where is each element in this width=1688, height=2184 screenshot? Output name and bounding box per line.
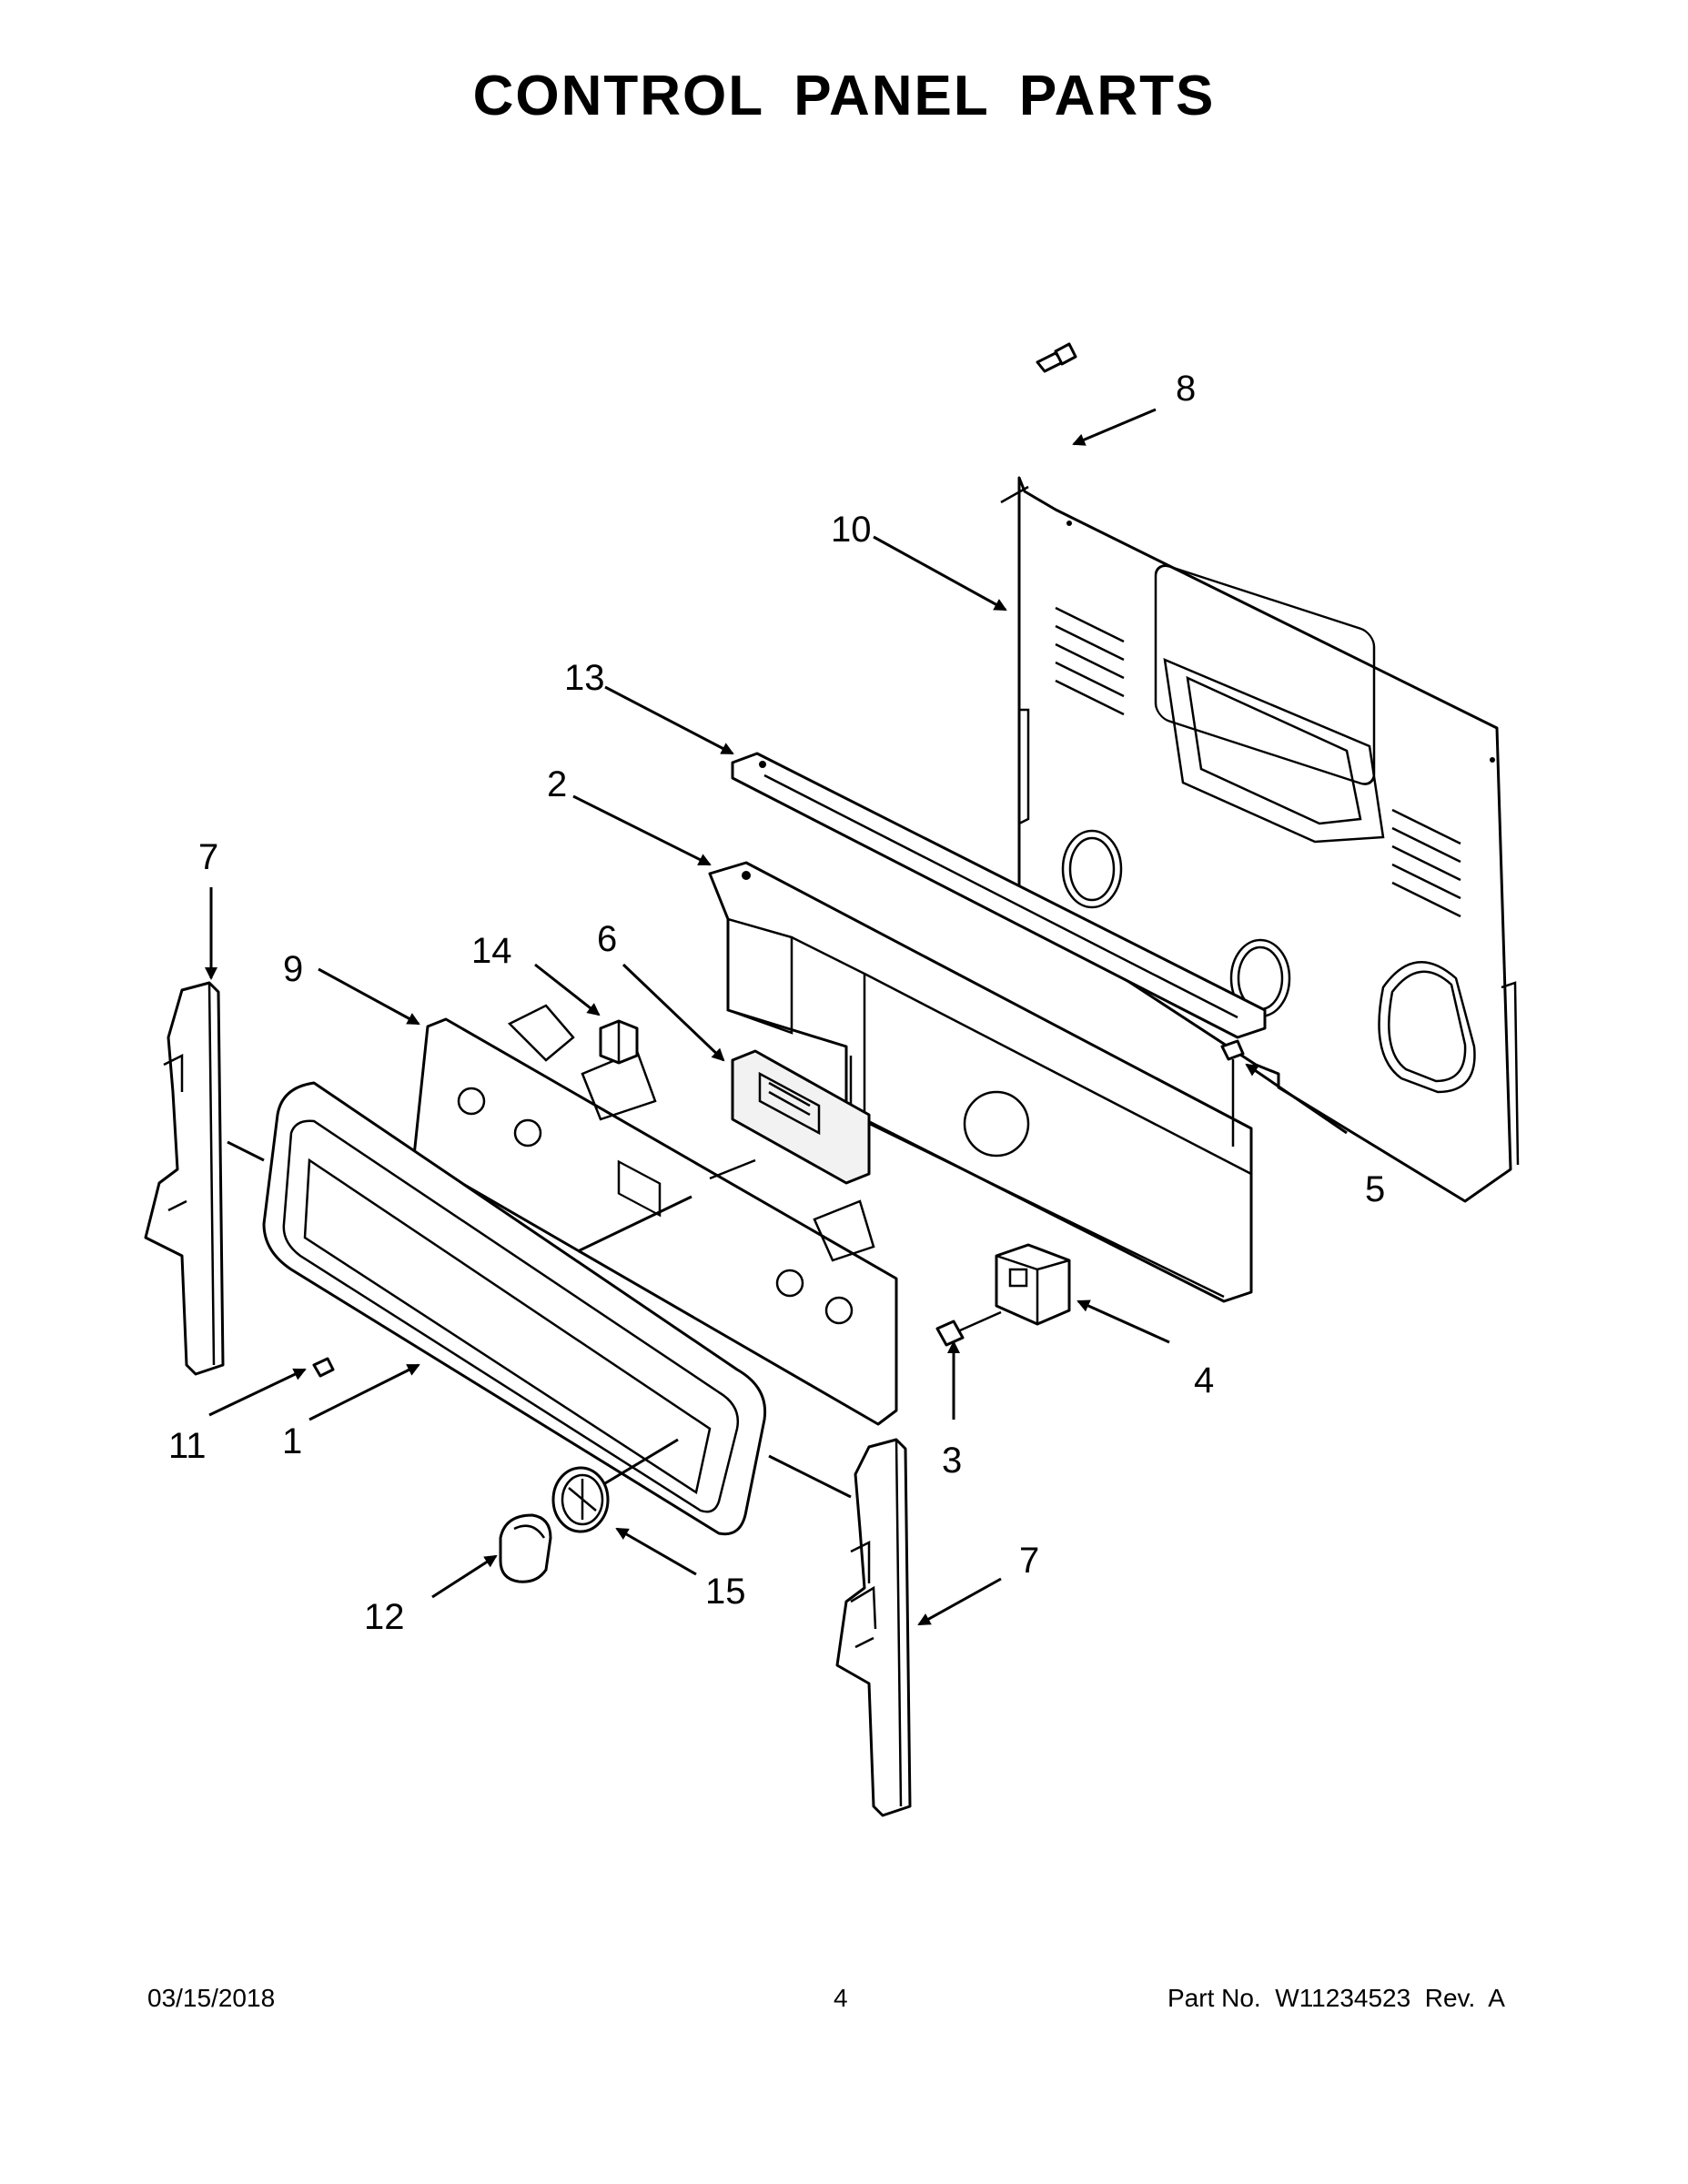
footer-page-number: 4 (834, 1984, 848, 2012)
part-11-screw (312, 1357, 335, 1378)
callout-9: 9 (283, 949, 303, 989)
part-8-screw (1036, 342, 1077, 373)
callout-6: 6 (597, 919, 617, 959)
callout-10: 10 (831, 510, 872, 550)
footer-part-number: Part No. W11234523 Rev. A (1167, 1984, 1505, 2012)
part-7-left-bracket (144, 981, 225, 1376)
part-2-bracket (708, 861, 1253, 1303)
callout-14: 14 (471, 931, 512, 971)
callout-1: 1 (282, 1421, 302, 1461)
part-5-screw (1220, 1039, 1245, 1147)
callout-leaders (205, 408, 1348, 1626)
part-4-switch (995, 1243, 1071, 1326)
part-10-rear-panel (1000, 476, 1520, 1203)
part-12-knob (499, 1513, 552, 1583)
part-1-console (262, 1081, 767, 1536)
callout-4: 4 (1194, 1360, 1214, 1400)
callout-8: 8 (1176, 369, 1196, 409)
part-15-dial (551, 1466, 610, 1533)
callout-11: 11 (168, 1426, 207, 1466)
part-7-right-bracket (835, 1438, 912, 1817)
footer-date: 03/15/2018 (147, 1984, 276, 2012)
callout-labels: 8 10 13 2 7 9 14 6 5 4 11 1 3 12 15 7 (168, 369, 1385, 1637)
callout-2: 2 (547, 764, 567, 804)
callout-7-right: 7 (1019, 1541, 1039, 1581)
part-14-clip (599, 1019, 639, 1065)
callout-5: 5 (1365, 1169, 1385, 1209)
vent-slots (1055, 606, 1461, 918)
alignment-lines (227, 1140, 852, 1499)
part-13-trim-strip (731, 752, 1267, 1039)
callout-12: 12 (364, 1597, 405, 1637)
callout-7-left: 7 (198, 837, 218, 877)
page-title: CONTROL PANEL PARTS (472, 65, 1216, 127)
part-6-control-board (709, 1049, 871, 1185)
part-3-screw (935, 1310, 1002, 1347)
callout-3: 3 (942, 1441, 962, 1481)
callout-15: 15 (705, 1572, 746, 1612)
callout-13: 13 (564, 658, 605, 698)
